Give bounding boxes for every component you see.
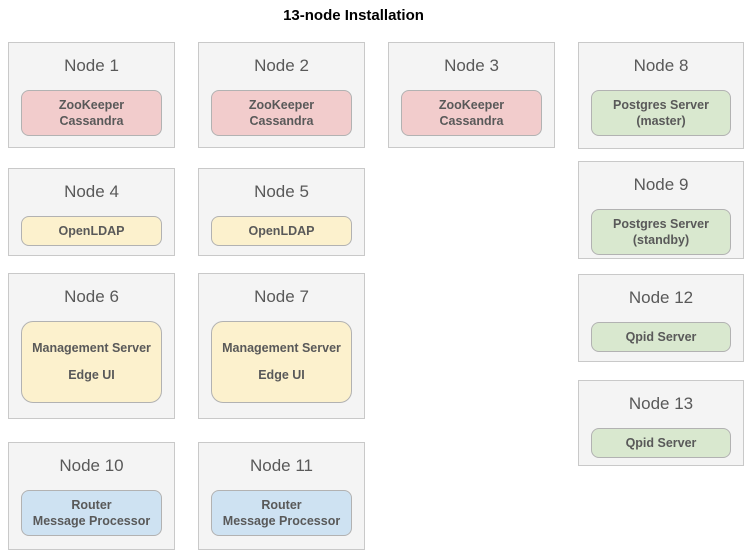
- component-label: Edge UI: [258, 368, 305, 382]
- node-11-card: Node 11 Router Message Processor: [198, 442, 365, 550]
- node-8-title: Node 8: [633, 56, 689, 75]
- node-13-components: Qpid Server: [591, 428, 731, 458]
- node-9-title: Node 9: [633, 175, 689, 194]
- node-6-card: Node 6 Management Server Edge UI: [8, 273, 175, 419]
- node-9-components: Postgres Server (standby): [591, 209, 731, 255]
- component-label: (master): [636, 114, 686, 128]
- component-label: Cassandra: [59, 114, 124, 128]
- node-6-components: Management Server Edge UI: [21, 321, 162, 403]
- component-label: Qpid Server: [625, 330, 697, 344]
- node-4-card: Node 4 OpenLDAP: [8, 168, 175, 256]
- node-10-title: Node 10: [59, 456, 124, 475]
- component-label: ZooKeeper: [248, 98, 315, 112]
- component-label: Message Processor: [32, 514, 151, 528]
- node-2-card: Node 2 ZooKeeper Cassandra: [198, 42, 365, 148]
- component-label: OpenLDAP: [58, 224, 125, 238]
- component-label: Postgres Server: [613, 98, 709, 112]
- component-label: OpenLDAP: [248, 224, 315, 238]
- component-label: Router: [71, 498, 112, 512]
- node-4-title: Node 4: [64, 182, 119, 201]
- node-5-title: Node 5: [254, 182, 309, 201]
- component-label: Cassandra: [249, 114, 314, 128]
- node-7-title: Node 7: [254, 287, 309, 306]
- node-12-title: Node 12: [628, 288, 694, 307]
- component-label: ZooKeeper: [438, 98, 505, 112]
- node-2-components: ZooKeeper Cassandra: [211, 90, 352, 136]
- node-4-components: OpenLDAP: [21, 216, 162, 246]
- node-13-card: Node 13 Qpid Server: [578, 380, 744, 466]
- node-12-components: Qpid Server: [591, 322, 731, 352]
- node-7-components: Management Server Edge UI: [211, 321, 352, 403]
- node-2-title: Node 2: [254, 56, 309, 75]
- node-5-card: Node 5 OpenLDAP: [198, 168, 365, 256]
- node-1-title: Node 1: [64, 56, 119, 75]
- component-label: (standby): [632, 233, 690, 247]
- node-5-components: OpenLDAP: [211, 216, 352, 246]
- node-11-title: Node 11: [249, 456, 313, 475]
- component-label: Router: [261, 498, 302, 512]
- node-3-components: ZooKeeper Cassandra: [401, 90, 542, 136]
- node-1-components: ZooKeeper Cassandra: [21, 90, 162, 136]
- node-3-title: Node 3: [444, 56, 499, 75]
- node-6-title: Node 6: [64, 287, 119, 306]
- node-13-title: Node 13: [628, 394, 694, 413]
- component-label: Cassandra: [439, 114, 504, 128]
- node-10-card: Node 10 Router Message Processor: [8, 442, 175, 550]
- component-label: Edge UI: [68, 368, 115, 382]
- node-1-card: Node 1 ZooKeeper Cassandra: [8, 42, 175, 148]
- node-8-components: Postgres Server (master): [591, 90, 731, 136]
- node-8-card: Node 8 Postgres Server (master): [578, 42, 744, 149]
- node-9-card: Node 9 Postgres Server (standby): [578, 161, 744, 259]
- diagram-title: 13-node Installation: [283, 7, 424, 24]
- component-label: Postgres Server: [613, 217, 709, 231]
- component-label: Management Server: [32, 341, 151, 355]
- component-label: Message Processor: [222, 514, 341, 528]
- node-12-card: Node 12 Qpid Server: [578, 274, 744, 362]
- component-label: Management Server: [222, 341, 341, 355]
- component-label: ZooKeeper: [58, 98, 125, 112]
- node-11-components: Router Message Processor: [211, 490, 352, 536]
- node-10-components: Router Message Processor: [21, 490, 162, 536]
- node-7-card: Node 7 Management Server Edge UI: [198, 273, 365, 419]
- node-3-card: Node 3 ZooKeeper Cassandra: [388, 42, 555, 148]
- component-label: Qpid Server: [625, 436, 697, 450]
